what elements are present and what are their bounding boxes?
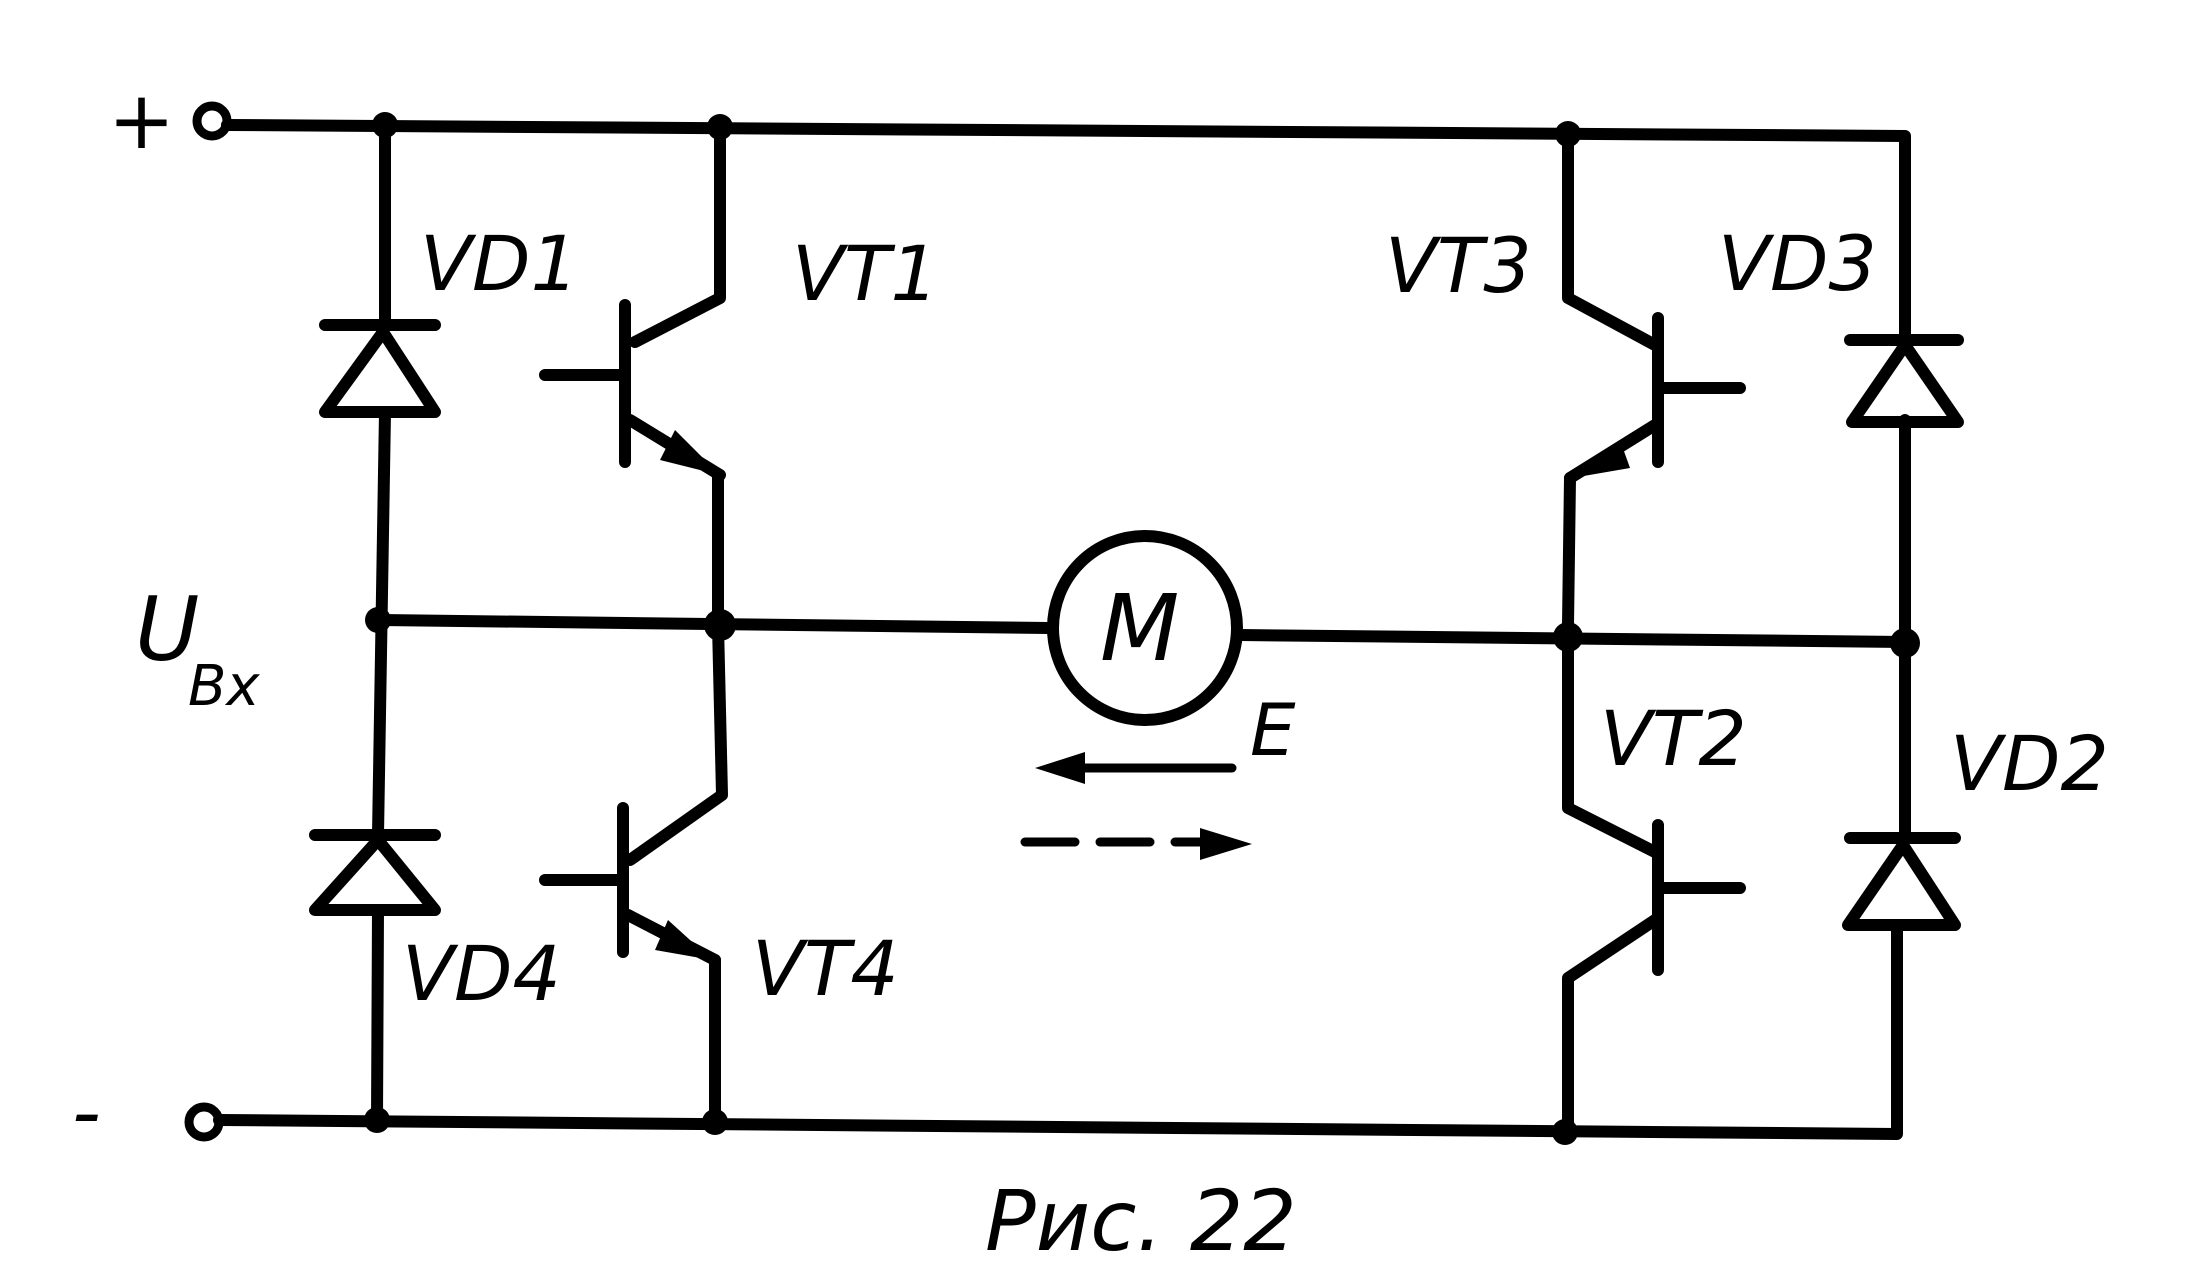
minus-terminal-label: -	[72, 1066, 101, 1159]
vt2-transistor	[1652, 819, 1746, 976]
emf-dashed-arrow	[1020, 828, 1252, 860]
input-voltage-label: U Вх	[135, 578, 260, 719]
junction-nodes	[364, 112, 1920, 1145]
left-transistor-wire	[624, 119, 728, 1126]
vt1-transistor	[539, 299, 726, 481]
right-transistor-wire	[1562, 126, 1661, 1136]
plus-terminal-label: +	[108, 74, 175, 167]
vd4-label: VD4	[402, 929, 561, 1018]
vt3-transistor	[1564, 312, 1746, 484]
motor: M	[1047, 530, 1243, 726]
motor-label: M	[1100, 575, 1179, 682]
vd3-diode	[1844, 334, 1964, 428]
plus-terminal: +	[108, 74, 232, 167]
vd1-label: VD1	[420, 219, 579, 308]
emf-solid-arrow	[1035, 752, 1237, 784]
vd1-diode	[319, 319, 441, 418]
vt2-label: VT2	[1600, 694, 1747, 783]
vd2-label: VD2	[1950, 719, 2109, 808]
input-voltage-subscript: Вх	[188, 654, 260, 719]
figure-caption: Рис. 22	[985, 1172, 1297, 1270]
vt4-label: VT4	[752, 924, 899, 1013]
emf-label: E	[1250, 688, 1296, 772]
minus-terminal: -	[72, 1066, 224, 1159]
vd4-diode	[309, 829, 441, 916]
vt4-transistor	[539, 802, 721, 966]
vd2-diode	[1842, 832, 1961, 931]
negative-rail	[213, 919, 1903, 1140]
vt1-label: VT1	[792, 229, 939, 318]
positive-rail	[221, 119, 1911, 311]
input-voltage-main: U	[135, 578, 199, 681]
vd3-label: VD3	[1718, 219, 1877, 308]
vt3-label: VT3	[1385, 221, 1532, 310]
